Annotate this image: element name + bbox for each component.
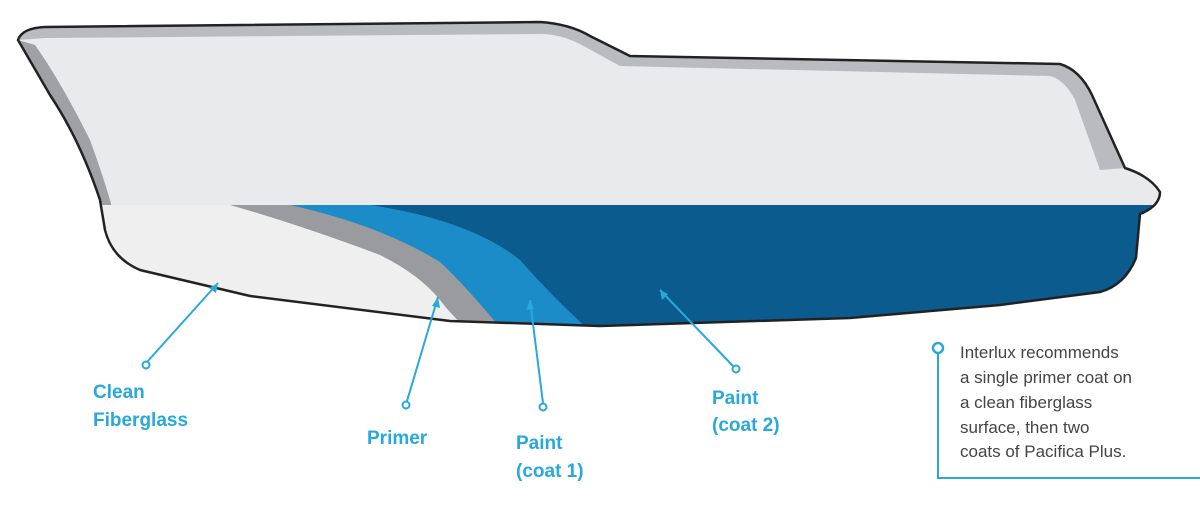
hull-outline: [16, 20, 1162, 328]
note-line: a clean fiberglass: [960, 393, 1092, 412]
label-paint-coat-1: Paint: [516, 433, 563, 454]
note-line: a single primer coat on: [960, 368, 1132, 387]
label-coat-1: (coat 1): [516, 461, 584, 482]
label-paint-coat-2: Paint: [712, 388, 759, 409]
paint-coat-1-leader: [529, 299, 544, 404]
paint-coat-1-dot: [538, 402, 548, 412]
clean-fiberglass-dot: [141, 360, 151, 370]
clean-fiberglass-leader: [146, 282, 219, 363]
primer-leader: [406, 296, 439, 402]
note-line: coats of Pacifica Plus.: [960, 442, 1126, 461]
primer-dot: [401, 400, 411, 410]
note-dot: [931, 341, 945, 355]
label-coat-2: (coat 2): [712, 415, 780, 436]
label-fiberglass: Fiberglass: [93, 410, 188, 431]
paint-coat-2-leader: [659, 289, 734, 367]
label-clean: Clean: [93, 382, 145, 403]
label-primer: Primer: [367, 428, 428, 449]
note-bracket: [937, 353, 1200, 479]
note-line: Interlux recommends: [960, 343, 1119, 362]
note-line: surface, then two: [960, 418, 1089, 437]
paint-coat-2-dot: [731, 364, 741, 374]
